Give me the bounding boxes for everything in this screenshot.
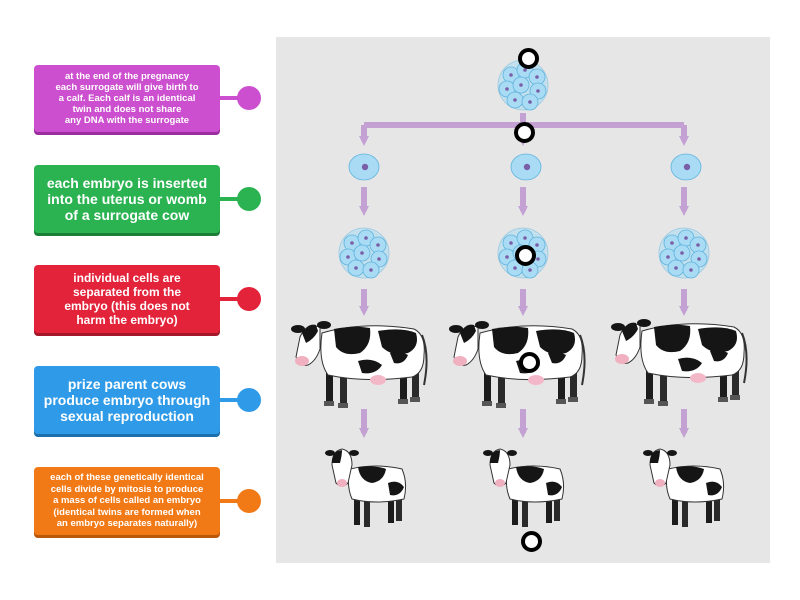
label-card-mitosis-text: each of these genetically identical cell… bbox=[50, 472, 204, 530]
label-card-prize-parents-handle[interactable] bbox=[237, 388, 261, 412]
label-card-embryo-inserted[interactable]: each embryo is inserted into the uterus … bbox=[34, 165, 220, 233]
label-card-cells-separated[interactable]: individual cells are separated from the … bbox=[34, 265, 220, 333]
single-cell-middle bbox=[510, 153, 542, 181]
label-card-prize-parents[interactable]: prize parent cows produce embryo through… bbox=[34, 366, 220, 434]
single-cell-left bbox=[348, 153, 380, 181]
label-card-mitosis[interactable]: each of these genetically identical cell… bbox=[34, 467, 220, 535]
label-card-embryo-inserted-handle[interactable] bbox=[237, 187, 261, 211]
label-card-birth-text: at the end of the pregnancy each surroga… bbox=[55, 71, 199, 126]
drop-target-separation[interactable] bbox=[514, 122, 535, 143]
cloning-diagram-board bbox=[276, 37, 770, 563]
label-card-cells-separated-text: individual cells are separated from the … bbox=[64, 271, 190, 327]
label-card-birth-handle[interactable] bbox=[237, 86, 261, 110]
label-card-cells-separated-connector bbox=[220, 297, 242, 301]
label-card-prize-parents-connector bbox=[220, 398, 242, 402]
label-card-embryo-inserted-text: each embryo is inserted into the uterus … bbox=[46, 175, 208, 223]
embryo-cluster-left bbox=[338, 227, 390, 279]
drop-target-surrogate[interactable] bbox=[519, 352, 540, 373]
embryo-cluster-right bbox=[658, 227, 710, 279]
drop-target-embryo-mass[interactable] bbox=[515, 245, 536, 266]
label-card-mitosis-connector bbox=[220, 499, 242, 503]
label-card-prize-parents-text: prize parent cows produce embryo through… bbox=[43, 376, 211, 424]
label-card-embryo-inserted-connector bbox=[220, 197, 242, 201]
label-card-cells-separated-handle[interactable] bbox=[237, 287, 261, 311]
label-card-birth[interactable]: at the end of the pregnancy each surroga… bbox=[34, 65, 220, 132]
single-cell-right bbox=[670, 153, 702, 181]
drop-target-top-embryo[interactable] bbox=[518, 48, 539, 69]
drop-target-calf[interactable] bbox=[521, 531, 542, 552]
label-card-mitosis-handle[interactable] bbox=[237, 489, 261, 513]
label-card-birth-connector bbox=[220, 96, 242, 100]
